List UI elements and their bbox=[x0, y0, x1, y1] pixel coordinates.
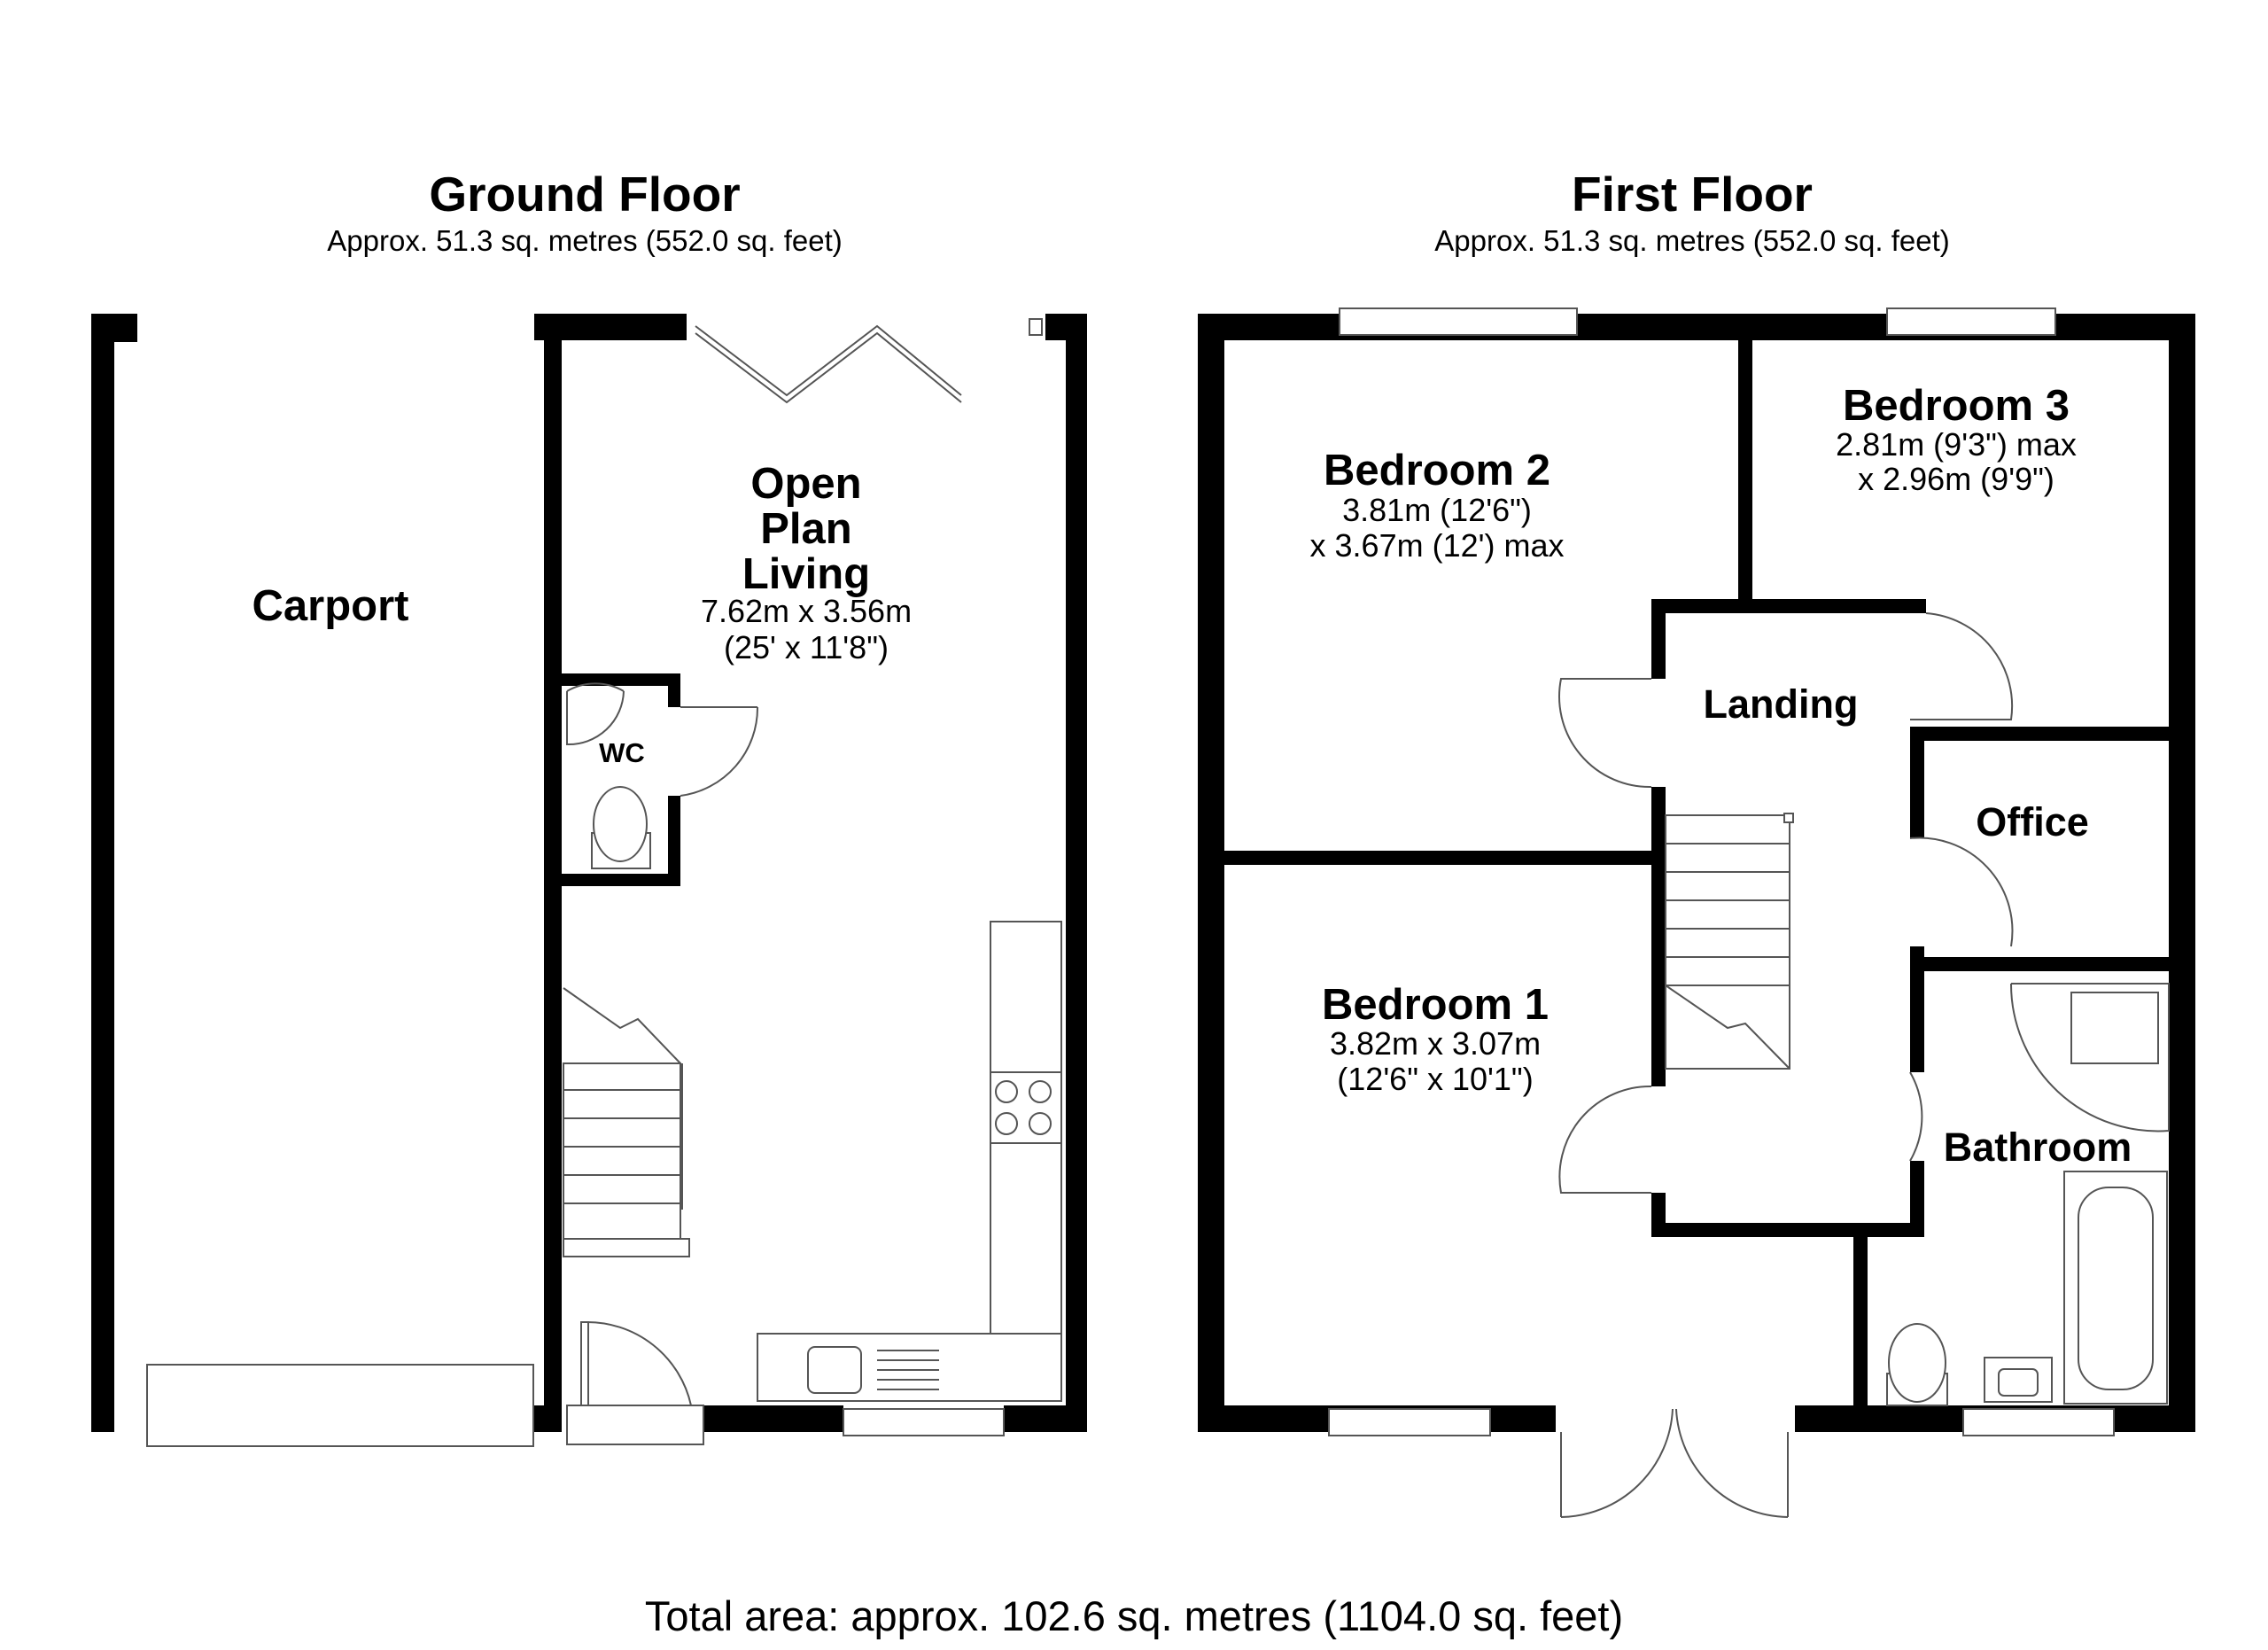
open-plan-label-3: Living bbox=[742, 550, 870, 598]
bathroom-label: Bathroom bbox=[1944, 1125, 2132, 1170]
landing-label: Landing bbox=[1704, 681, 1859, 727]
first-floor: First Floor Approx. 51.3 sq. metres (552… bbox=[1198, 167, 2195, 1518]
office-label: Office bbox=[1976, 799, 2089, 844]
ground-house-walls bbox=[534, 314, 1087, 1432]
bedroom2-label: Bedroom 2 bbox=[1324, 447, 1550, 494]
bedroom2-dims-1: 3.81m (12'6") bbox=[1342, 492, 1532, 528]
carport-label: Carport bbox=[252, 582, 409, 630]
first-internal-walls bbox=[1224, 340, 2169, 1405]
bedroom1-dims-1: 3.82m x 3.07m bbox=[1330, 1025, 1541, 1062]
bedroom3-dims-1: 2.81m (9'3") max bbox=[1836, 426, 2077, 463]
open-plan-dims-2: (25' x 11'8") bbox=[724, 629, 889, 665]
kitchen-units bbox=[757, 921, 1062, 1402]
bedroom1-dims-2: (12'6" x 10'1") bbox=[1337, 1061, 1533, 1097]
first-staircase bbox=[1665, 813, 1794, 1070]
ground-front-door bbox=[566, 1320, 704, 1445]
ground-floor-title: Ground Floor bbox=[429, 167, 740, 222]
ground-floor-area: Approx. 51.3 sq. metres (552.0 sq. feet) bbox=[327, 224, 842, 257]
bedroom3-label: Bedroom 3 bbox=[1843, 382, 2070, 430]
ground-staircase bbox=[563, 987, 690, 1257]
first-floor-title: First Floor bbox=[1572, 167, 1813, 222]
first-floor-area: Approx. 51.3 sq. metres (552.0 sq. feet) bbox=[1434, 224, 1949, 257]
open-plan-dims-1: 7.62m x 3.56m bbox=[701, 593, 912, 629]
wc-fixtures bbox=[566, 682, 759, 869]
bathroom-fixtures bbox=[1886, 983, 2170, 1406]
total-area: Total area: approx. 102.6 sq. metres (11… bbox=[645, 1592, 1623, 1639]
bifold-doors bbox=[695, 324, 962, 397]
carport-gate bbox=[146, 1364, 534, 1447]
open-plan-label-1: Open bbox=[750, 460, 861, 508]
carport-walls bbox=[91, 314, 562, 1432]
open-plan-label-2: Plan bbox=[760, 505, 851, 553]
ground-kitchen-window bbox=[843, 1408, 1005, 1436]
bedroom2-dims-2: x 3.67m (12') max bbox=[1310, 527, 1565, 564]
ground-floor: Ground Floor Approx. 51.3 sq. metres (55… bbox=[91, 167, 1087, 1447]
wc-label: WC bbox=[599, 737, 645, 768]
first-doors bbox=[1558, 612, 2014, 1518]
bedroom1-label: Bedroom 1 bbox=[1322, 981, 1549, 1029]
bedroom3-dims-2: x 2.96m (9'9") bbox=[1858, 461, 2054, 497]
